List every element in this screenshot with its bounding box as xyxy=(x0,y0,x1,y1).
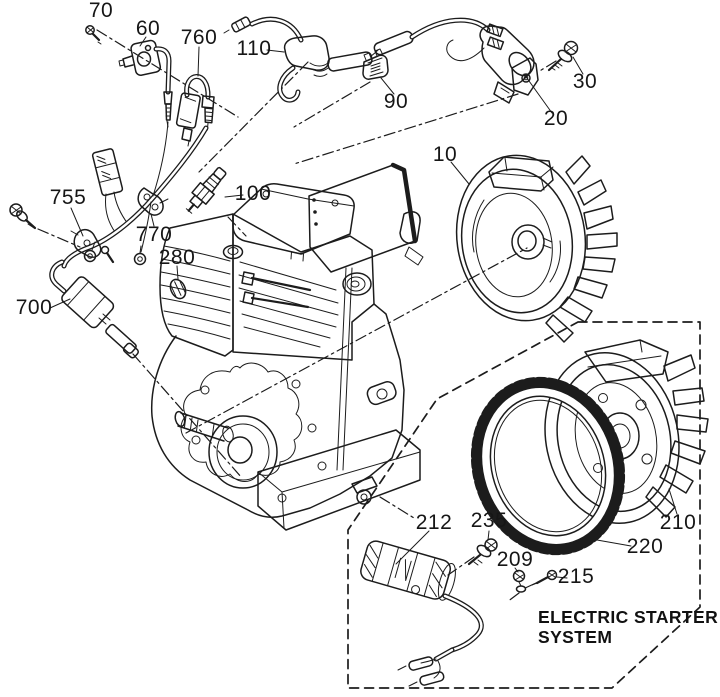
wire-connector-90 xyxy=(362,48,389,80)
ring-gear-220 xyxy=(470,376,626,556)
part-label-60: 60 xyxy=(135,17,161,40)
clamp-bolt xyxy=(9,203,37,230)
part-label-209: 209 xyxy=(496,548,534,571)
coil-bolt-30 xyxy=(547,40,579,72)
starter-nut-209 xyxy=(512,569,527,593)
leader-770 xyxy=(150,213,155,227)
starter-system-title-line2: SYSTEM xyxy=(538,627,613,647)
leader-700 xyxy=(49,298,71,309)
leader-100 xyxy=(224,194,244,198)
stop-switch-60 xyxy=(118,39,173,128)
part-label-212: 212 xyxy=(415,511,453,534)
part-label-700: 700 xyxy=(15,296,53,319)
part-label-90: 90 xyxy=(383,90,409,113)
leader-235 xyxy=(487,530,490,541)
leader-215 xyxy=(556,576,568,579)
centerline-dashdot-lines xyxy=(37,29,557,603)
lead-wire-760 xyxy=(175,74,215,147)
leader-60 xyxy=(139,36,147,47)
starter-motor-212 xyxy=(360,540,484,687)
spark-plug-100 xyxy=(185,166,227,214)
part-label-235: 235 xyxy=(470,509,508,532)
starter-bolt-235 xyxy=(467,538,498,566)
leader-760 xyxy=(197,46,200,77)
part-label-280: 280 xyxy=(158,246,196,269)
leader-10 xyxy=(450,161,470,185)
ignition-coil-20 xyxy=(446,23,539,104)
starter-system-boundary xyxy=(347,321,701,689)
engine-block xyxy=(150,162,424,531)
leader-209 xyxy=(514,567,519,573)
leader-210 xyxy=(668,488,678,515)
spark-plug-cap-110 xyxy=(277,35,330,103)
wiring-harness xyxy=(61,121,209,269)
wire-clamp-755 xyxy=(70,228,102,258)
part-label-70: 70 xyxy=(88,0,114,22)
part-label-210: 210 xyxy=(659,511,697,534)
part-label-30: 30 xyxy=(572,70,598,93)
part-label-755: 755 xyxy=(49,186,87,209)
starter-system-title: ELECTRIC STARTER SYSTEM xyxy=(538,607,718,647)
grommet-280 xyxy=(169,278,187,300)
starter-system-title-line1: ELECTRIC STARTER xyxy=(538,607,719,627)
part-label-10: 10 xyxy=(432,143,458,166)
leader-110 xyxy=(266,49,285,53)
part-label-770: 770 xyxy=(135,223,173,246)
part-label-20: 20 xyxy=(543,107,569,130)
leader-212 xyxy=(395,530,430,565)
leader-20 xyxy=(523,73,553,114)
part-label-760: 760 xyxy=(180,26,218,49)
part-label-100: 100 xyxy=(234,182,272,205)
wire-clamp-770 xyxy=(137,187,169,216)
oil-sensor-700 xyxy=(49,259,139,359)
part-label-215: 215 xyxy=(557,565,595,588)
leader-90 xyxy=(380,77,395,95)
part-label-110: 110 xyxy=(236,37,272,60)
flywheel-fan-10 xyxy=(455,154,618,343)
part-label-220: 220 xyxy=(626,535,664,558)
starter-screw-215 xyxy=(531,569,558,586)
leader-755 xyxy=(70,207,84,237)
leader-280 xyxy=(176,265,179,280)
leader-220 xyxy=(596,539,632,547)
leader-30 xyxy=(572,56,584,75)
switch-bolt-70 xyxy=(85,25,102,45)
